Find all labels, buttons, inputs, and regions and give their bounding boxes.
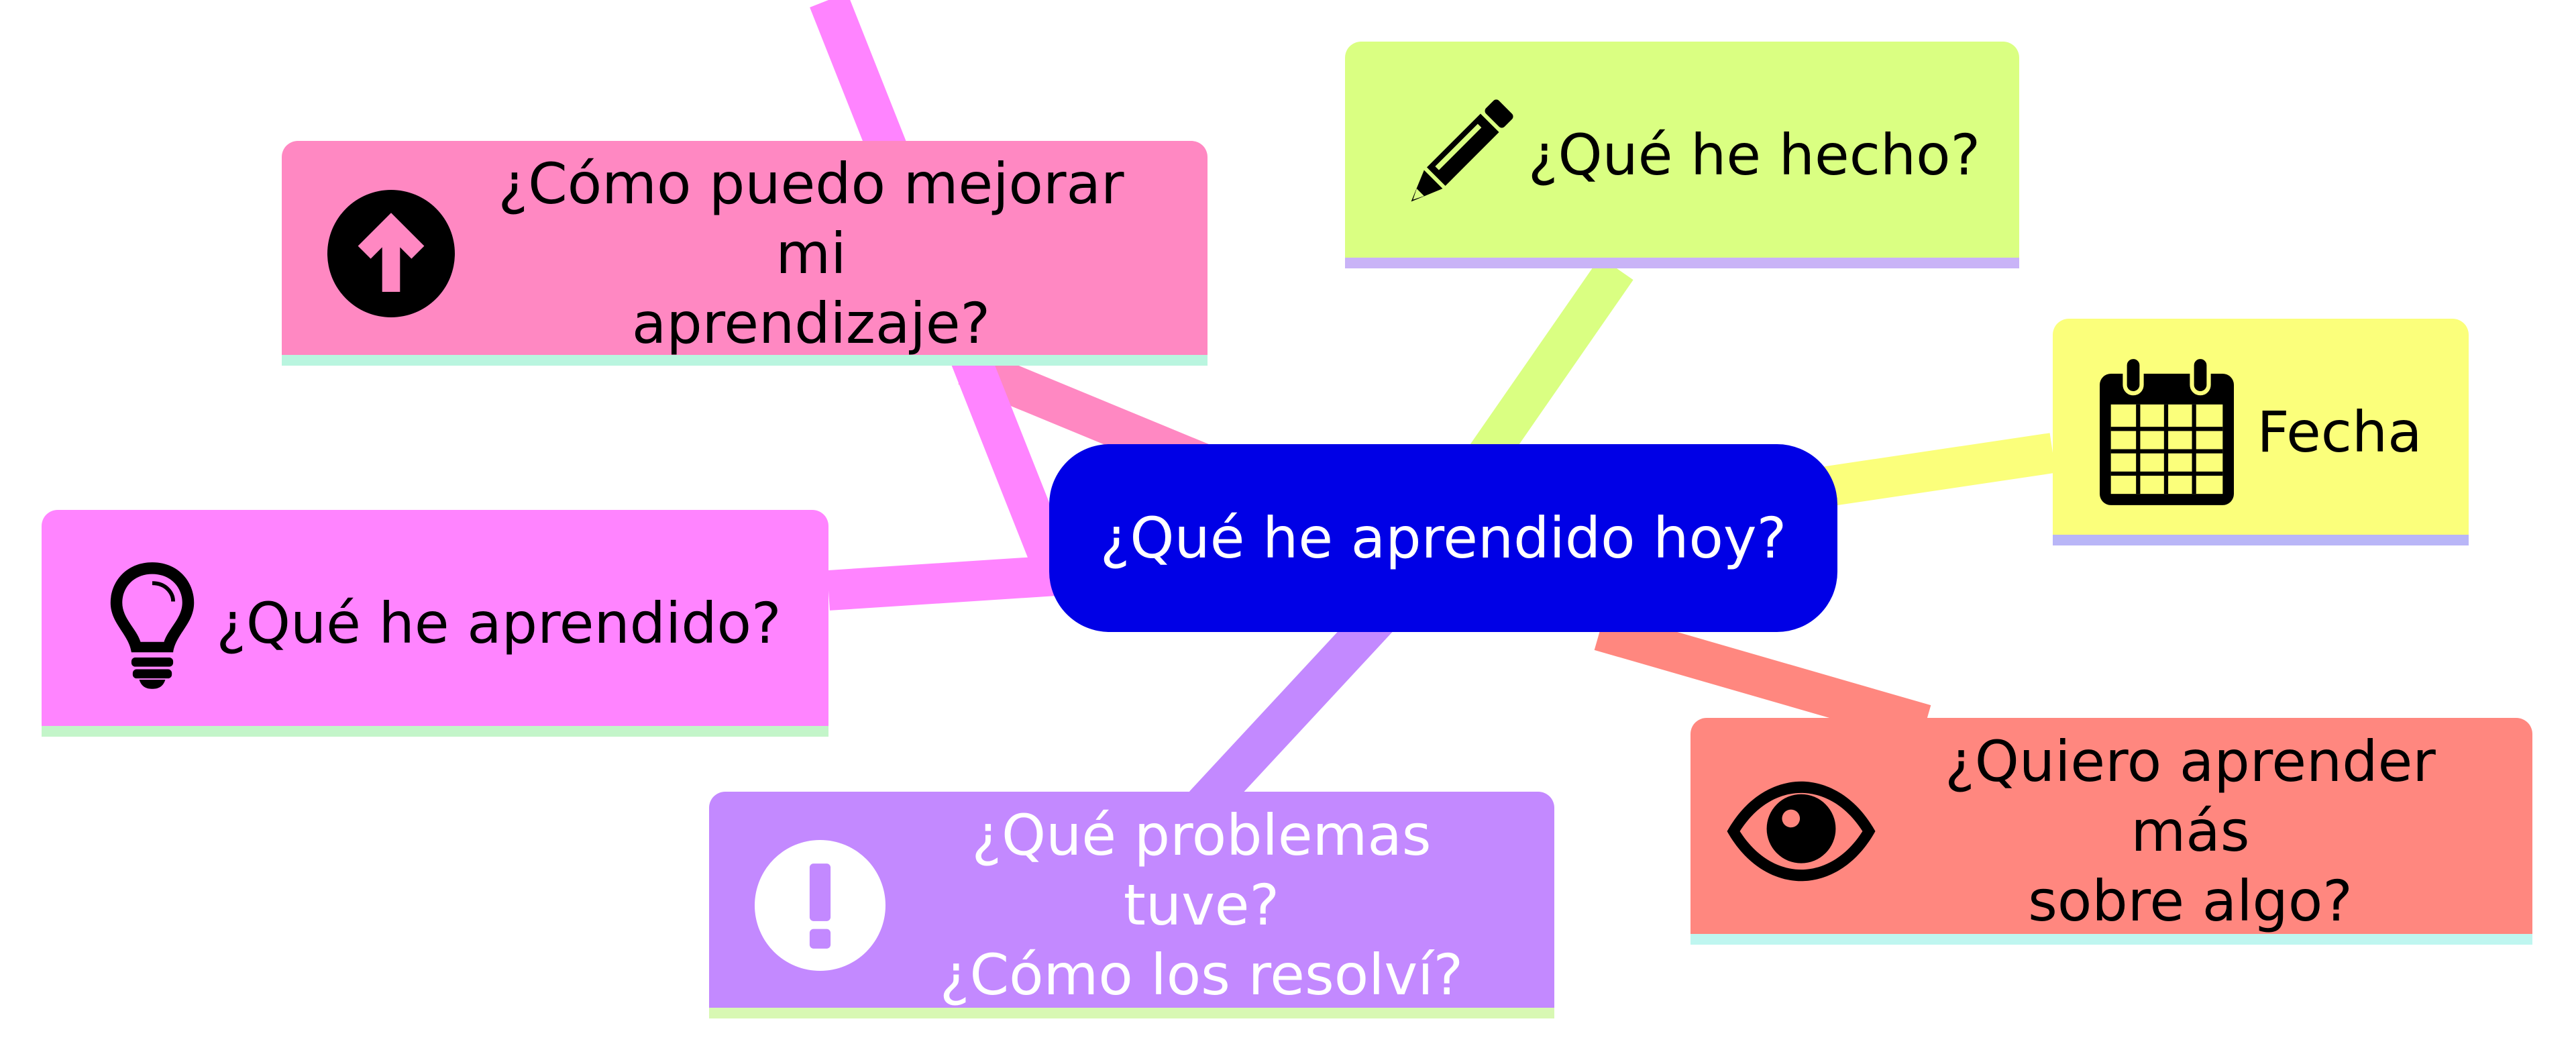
node-mejorar-underline — [282, 355, 1208, 366]
pencil-icon — [1392, 90, 1523, 221]
node-fecha-underline — [2053, 535, 2469, 545]
node-hecho-label: ¿Qué he hecho? — [1527, 122, 1981, 188]
arrow-up-circle-icon — [327, 189, 455, 317]
node-quiero-underline — [1690, 934, 2532, 945]
connector-aprendido-b — [827, 556, 1058, 611]
node-mejorar-label: ¿Cómo puedo mejorar mi aprendizaje? — [498, 150, 1124, 356]
connector-quiero — [1594, 611, 1931, 744]
lightbulb-icon — [105, 558, 199, 689]
node-problemas-label: ¿Qué problemas tuve? ¿Cómo los resolví? — [939, 802, 1464, 1008]
node-problemas[interactable]: ¿Qué problemas tuve? ¿Cómo los resolví? — [709, 792, 1554, 1018]
node-problemas-underline — [709, 1008, 1554, 1018]
central-topic[interactable]: ¿Qué he aprendido hoy? — [1049, 444, 1837, 632]
node-hecho-underline — [1345, 258, 2019, 268]
node-mejorar[interactable]: ¿Cómo puedo mejorar mi aprendizaje? — [282, 141, 1208, 366]
node-aprendido-label: ¿Qué he aprendido? — [216, 590, 782, 656]
eye-icon — [1724, 778, 1878, 885]
node-quiero-label: ¿Quiero aprender más sobre algo? — [1945, 729, 2436, 934]
calendar-icon — [2096, 356, 2237, 508]
node-quiero[interactable]: ¿Quiero aprender más sobre algo? — [1690, 718, 2532, 945]
connector-hecho — [1456, 256, 1633, 488]
connector-fecha — [1801, 433, 2056, 510]
node-aprendido[interactable]: ¿Qué he aprendido? — [42, 510, 828, 737]
node-hecho[interactable]: ¿Qué he hecho? — [1345, 42, 2019, 268]
central-topic-label: ¿Qué he aprendido hoy? — [1099, 505, 1787, 571]
connector-problemas — [1189, 603, 1393, 819]
node-aprendido-underline — [42, 726, 828, 737]
node-fecha-label: Fecha — [2257, 399, 2422, 465]
node-fecha[interactable]: Fecha — [2053, 319, 2469, 545]
exclamation-circle-icon — [755, 839, 885, 971]
